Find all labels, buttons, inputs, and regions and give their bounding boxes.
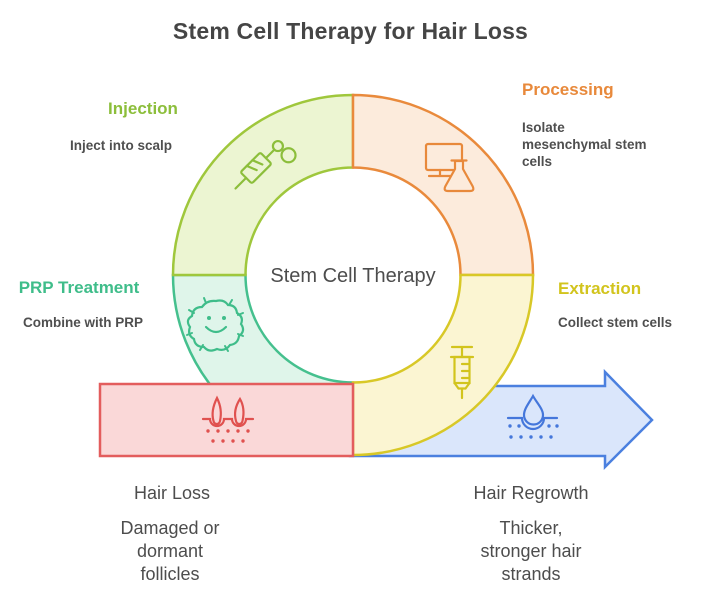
hair-loss-bar (98, 382, 355, 458)
step-desc-prp-treatment: Combine with PRP (22, 315, 144, 330)
outcome-desc-hair-loss: Damaged or dormant follicles (120, 518, 220, 584)
monitor-flask-icon (424, 142, 475, 193)
page-title: Stem Cell Therapy for Hair Loss (172, 18, 529, 44)
hair-follicle-icon (201, 395, 255, 443)
outcome-label-hair-regrowth: Hair Regrowth (473, 483, 589, 503)
step-desc-injection: Inject into scalp (69, 138, 173, 153)
step-label-extraction: Extraction (558, 279, 642, 298)
outcome-label-hair-loss: Hair Loss (133, 483, 211, 503)
step-desc-extraction: Collect stem cells (558, 315, 673, 330)
stem-cell-icon (186, 297, 245, 352)
outcome-desc-hair-regrowth: Thicker, stronger hair strands (480, 518, 582, 584)
step-desc-processing: Isolate mesenchymal stem cells (522, 120, 647, 169)
hair-drop-icon (506, 393, 559, 439)
segment-injection (171, 93, 355, 277)
segment-extraction (351, 273, 535, 457)
step-label-processing: Processing (522, 80, 614, 99)
step-label-prp-treatment: PRP Treatment (18, 278, 140, 297)
collection-syringe-icon (449, 345, 475, 400)
step-label-injection: Injection (108, 99, 178, 118)
skin-dots (508, 424, 559, 439)
donut-center-label: Stem Cell Therapy (270, 265, 436, 287)
segment-processing (351, 93, 535, 277)
syringe-icon (234, 139, 297, 190)
skin-dots (206, 429, 250, 443)
